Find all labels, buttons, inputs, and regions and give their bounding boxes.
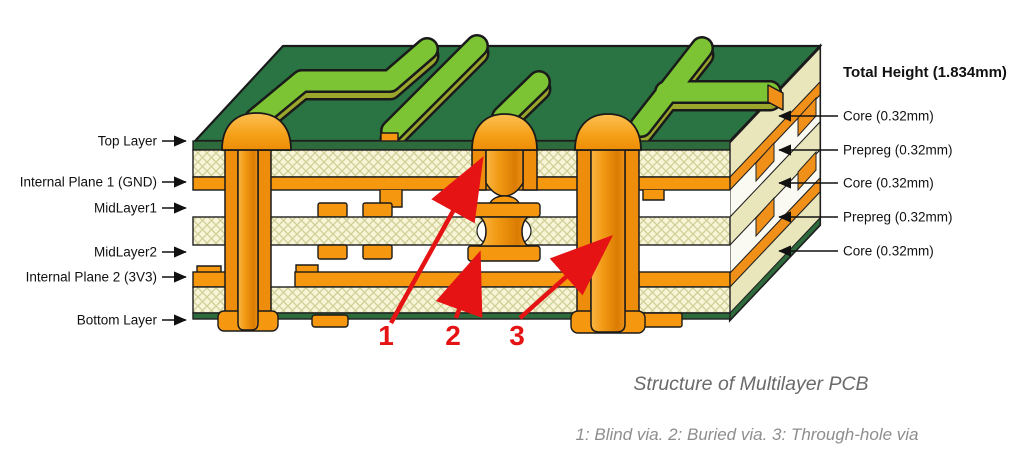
label-midlayer-1: MidLayer1	[94, 201, 157, 216]
via-through-left	[217, 112, 292, 332]
via-bottom-flange	[467, 245, 541, 262]
caption-title: Structure of Multilayer PCB	[633, 373, 868, 395]
via-barrel	[237, 127, 259, 331]
label-core-2: Core (0.32mm)	[843, 176, 934, 191]
via-blind-1	[471, 113, 538, 197]
label-midlayer-2: MidLayer2	[94, 245, 157, 260]
via-top-flange	[467, 202, 541, 218]
via-callouts: 1 2 3	[378, 156, 614, 351]
core2-band	[192, 216, 731, 246]
midlayer1-pad	[362, 202, 393, 218]
side-midlayer-trace-ends	[755, 96, 817, 238]
label-total-height: Total Height (1.834mm)	[843, 64, 1007, 81]
trace-z-left	[243, 37, 440, 139]
internal-plane2-segment	[192, 271, 229, 288]
trace-cut-end	[767, 84, 784, 111]
label-core-1: Core (0.32mm)	[843, 109, 934, 124]
left-layer-labels: Top Layer Internal Plane 1 (GND) MidLaye…	[20, 134, 187, 328]
internal-plane1-band	[192, 176, 731, 191]
via-top-dome	[574, 113, 642, 151]
via-through-3	[570, 113, 646, 334]
via-number-1: 1	[378, 320, 394, 351]
plane2-pad	[197, 266, 221, 272]
right-stackup-labels: Total Height (1.834mm) Core (0.32mm) Pre…	[778, 64, 1007, 259]
plane2-pad	[296, 265, 318, 272]
label-top-layer: Top Layer	[98, 134, 158, 149]
midlayer2-pad	[362, 244, 393, 260]
label-prepreg-2: Prepreg (0.32mm)	[843, 210, 953, 225]
callout-arrow-2	[435, 250, 483, 319]
midlayer2-pad	[317, 244, 348, 260]
label-bottom-layer: Bottom Layer	[77, 313, 158, 328]
via-top-dome	[471, 113, 538, 151]
trace-y-right	[628, 36, 784, 146]
caption-legend: 1: Blind via. 2: Buried via. 3: Through-…	[575, 425, 918, 444]
internal-plane2-segment	[294, 271, 578, 288]
prepreg2-band	[193, 245, 730, 273]
via-number-3: 3	[509, 320, 525, 351]
captions: Structure of Multilayer PCB 1: Blind via…	[575, 373, 918, 444]
core1-band	[192, 149, 731, 178]
via-barrel	[590, 127, 626, 333]
side-trace-end	[755, 141, 775, 183]
via-number-2: 2	[445, 320, 461, 351]
callout-arrow-3	[518, 235, 614, 320]
midlayer1-pad	[317, 202, 348, 218]
internal-plane2-segment	[638, 271, 731, 288]
bottom-pad	[311, 314, 349, 328]
label-prepreg-1: Prepreg (0.32mm)	[843, 143, 953, 158]
pcb-side-face	[728, 43, 822, 323]
via-top-dome	[221, 112, 292, 151]
label-internal-plane-2: Internal Plane 2 (3V3)	[26, 270, 157, 285]
callout-arrow-1	[389, 156, 484, 325]
via-barrel	[477, 216, 531, 247]
label-core-3: Core (0.32mm)	[843, 244, 934, 259]
side-trace-end	[797, 150, 817, 192]
side-trace-end	[755, 196, 775, 238]
label-internal-plane-1: Internal Plane 1 (GND)	[20, 175, 157, 190]
plane1-pad	[643, 190, 664, 200]
